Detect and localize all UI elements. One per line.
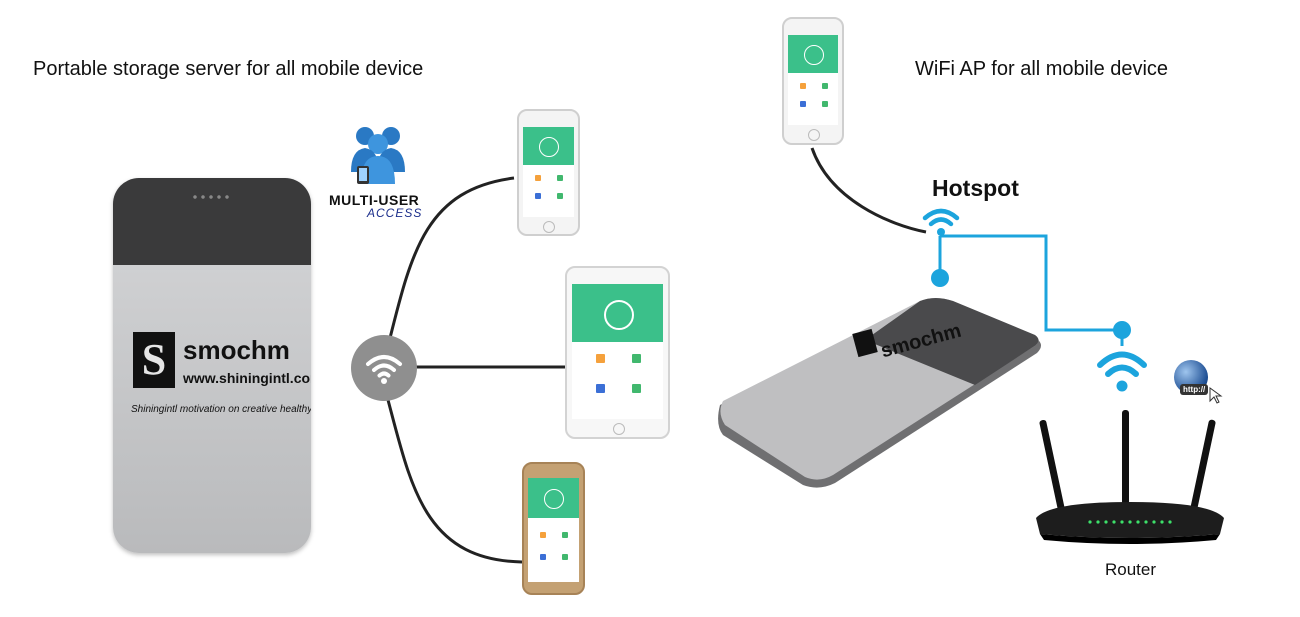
phone-top	[517, 109, 580, 236]
storage-gauge-icon	[604, 300, 634, 330]
photo-app-icon	[562, 532, 568, 538]
http-label: http://	[1180, 384, 1209, 395]
storage-gauge-icon	[539, 137, 559, 157]
app-header	[572, 284, 663, 342]
storage-gauge-icon	[544, 489, 564, 509]
router-wifi-icon	[1097, 351, 1147, 392]
music-app-icon	[800, 101, 806, 107]
router-label: Router	[1105, 560, 1157, 579]
internet-badge: http://	[1168, 360, 1228, 406]
video-app-icon	[540, 532, 546, 538]
multi-user-badge: MULTI-USER ACCESS	[329, 122, 433, 222]
document-app-icon	[822, 101, 828, 107]
device-top-band	[113, 178, 311, 265]
line-phone-to-hotspot	[810, 147, 927, 234]
tablet	[565, 266, 670, 439]
left-heading: Portable storage server for all mobile d…	[33, 58, 424, 80]
device-brand: smochm	[183, 335, 290, 365]
phone-bottom-screen	[528, 478, 579, 582]
antenna-right	[1190, 419, 1216, 511]
hotspot-wifi-icon	[922, 208, 960, 236]
storage-device-angled	[718, 298, 1041, 488]
led-indicators	[191, 195, 231, 199]
photo-app-icon	[822, 83, 828, 89]
device-body: S smochm www.shiningintl.com Shiningintl…	[113, 265, 311, 553]
app-header	[788, 35, 838, 73]
hotspot-label: Hotspot	[932, 175, 1019, 201]
music-app-icon	[596, 384, 605, 393]
photo-app-icon	[557, 175, 563, 181]
blue-line-to-router	[940, 234, 1122, 332]
wifi-hub	[351, 335, 417, 401]
line-to-phone-top	[382, 176, 515, 363]
video-app-icon	[596, 354, 605, 363]
wifi-icon	[366, 355, 402, 384]
badge-line2: ACCESS	[367, 206, 423, 220]
right-heading: WiFi AP for all mobile device	[915, 58, 1169, 80]
video-app-icon	[535, 175, 541, 181]
home-button	[613, 423, 625, 435]
phone-right-screen	[788, 35, 838, 125]
app-header	[523, 127, 574, 165]
antenna-center	[1122, 410, 1129, 508]
document-app-icon	[557, 193, 563, 199]
home-button	[808, 129, 820, 141]
photo-app-icon	[632, 354, 641, 363]
antenna-left	[1039, 419, 1065, 511]
storage-gauge-icon	[804, 45, 824, 65]
video-app-icon	[800, 83, 806, 89]
device-tagline: Shiningintl motivation on creative healt…	[131, 404, 311, 415]
phone-bottom	[522, 462, 585, 595]
storage-device: S smochm www.shiningintl.com Shiningintl…	[113, 178, 311, 553]
device-url: www.shiningintl.com	[183, 370, 311, 386]
device-logo-icon	[852, 328, 878, 358]
home-button	[543, 221, 555, 233]
badge-line1: MULTI-USER	[329, 192, 420, 208]
app-header	[528, 478, 579, 518]
device-logo-icon: S	[133, 332, 175, 388]
phone-right	[782, 17, 844, 145]
phone-top-screen	[523, 127, 574, 217]
router	[1036, 410, 1224, 544]
cursor-icon	[1209, 387, 1223, 404]
users-icon	[351, 127, 405, 184]
music-app-icon	[535, 193, 541, 199]
music-app-icon	[540, 554, 546, 560]
line-to-phone-bottom	[382, 384, 523, 564]
tablet-screen	[572, 284, 663, 419]
document-app-icon	[632, 384, 641, 393]
hotspot-node	[931, 269, 949, 287]
router-leds	[1088, 520, 1172, 524]
document-app-icon	[562, 554, 568, 560]
router-node	[1113, 321, 1131, 339]
